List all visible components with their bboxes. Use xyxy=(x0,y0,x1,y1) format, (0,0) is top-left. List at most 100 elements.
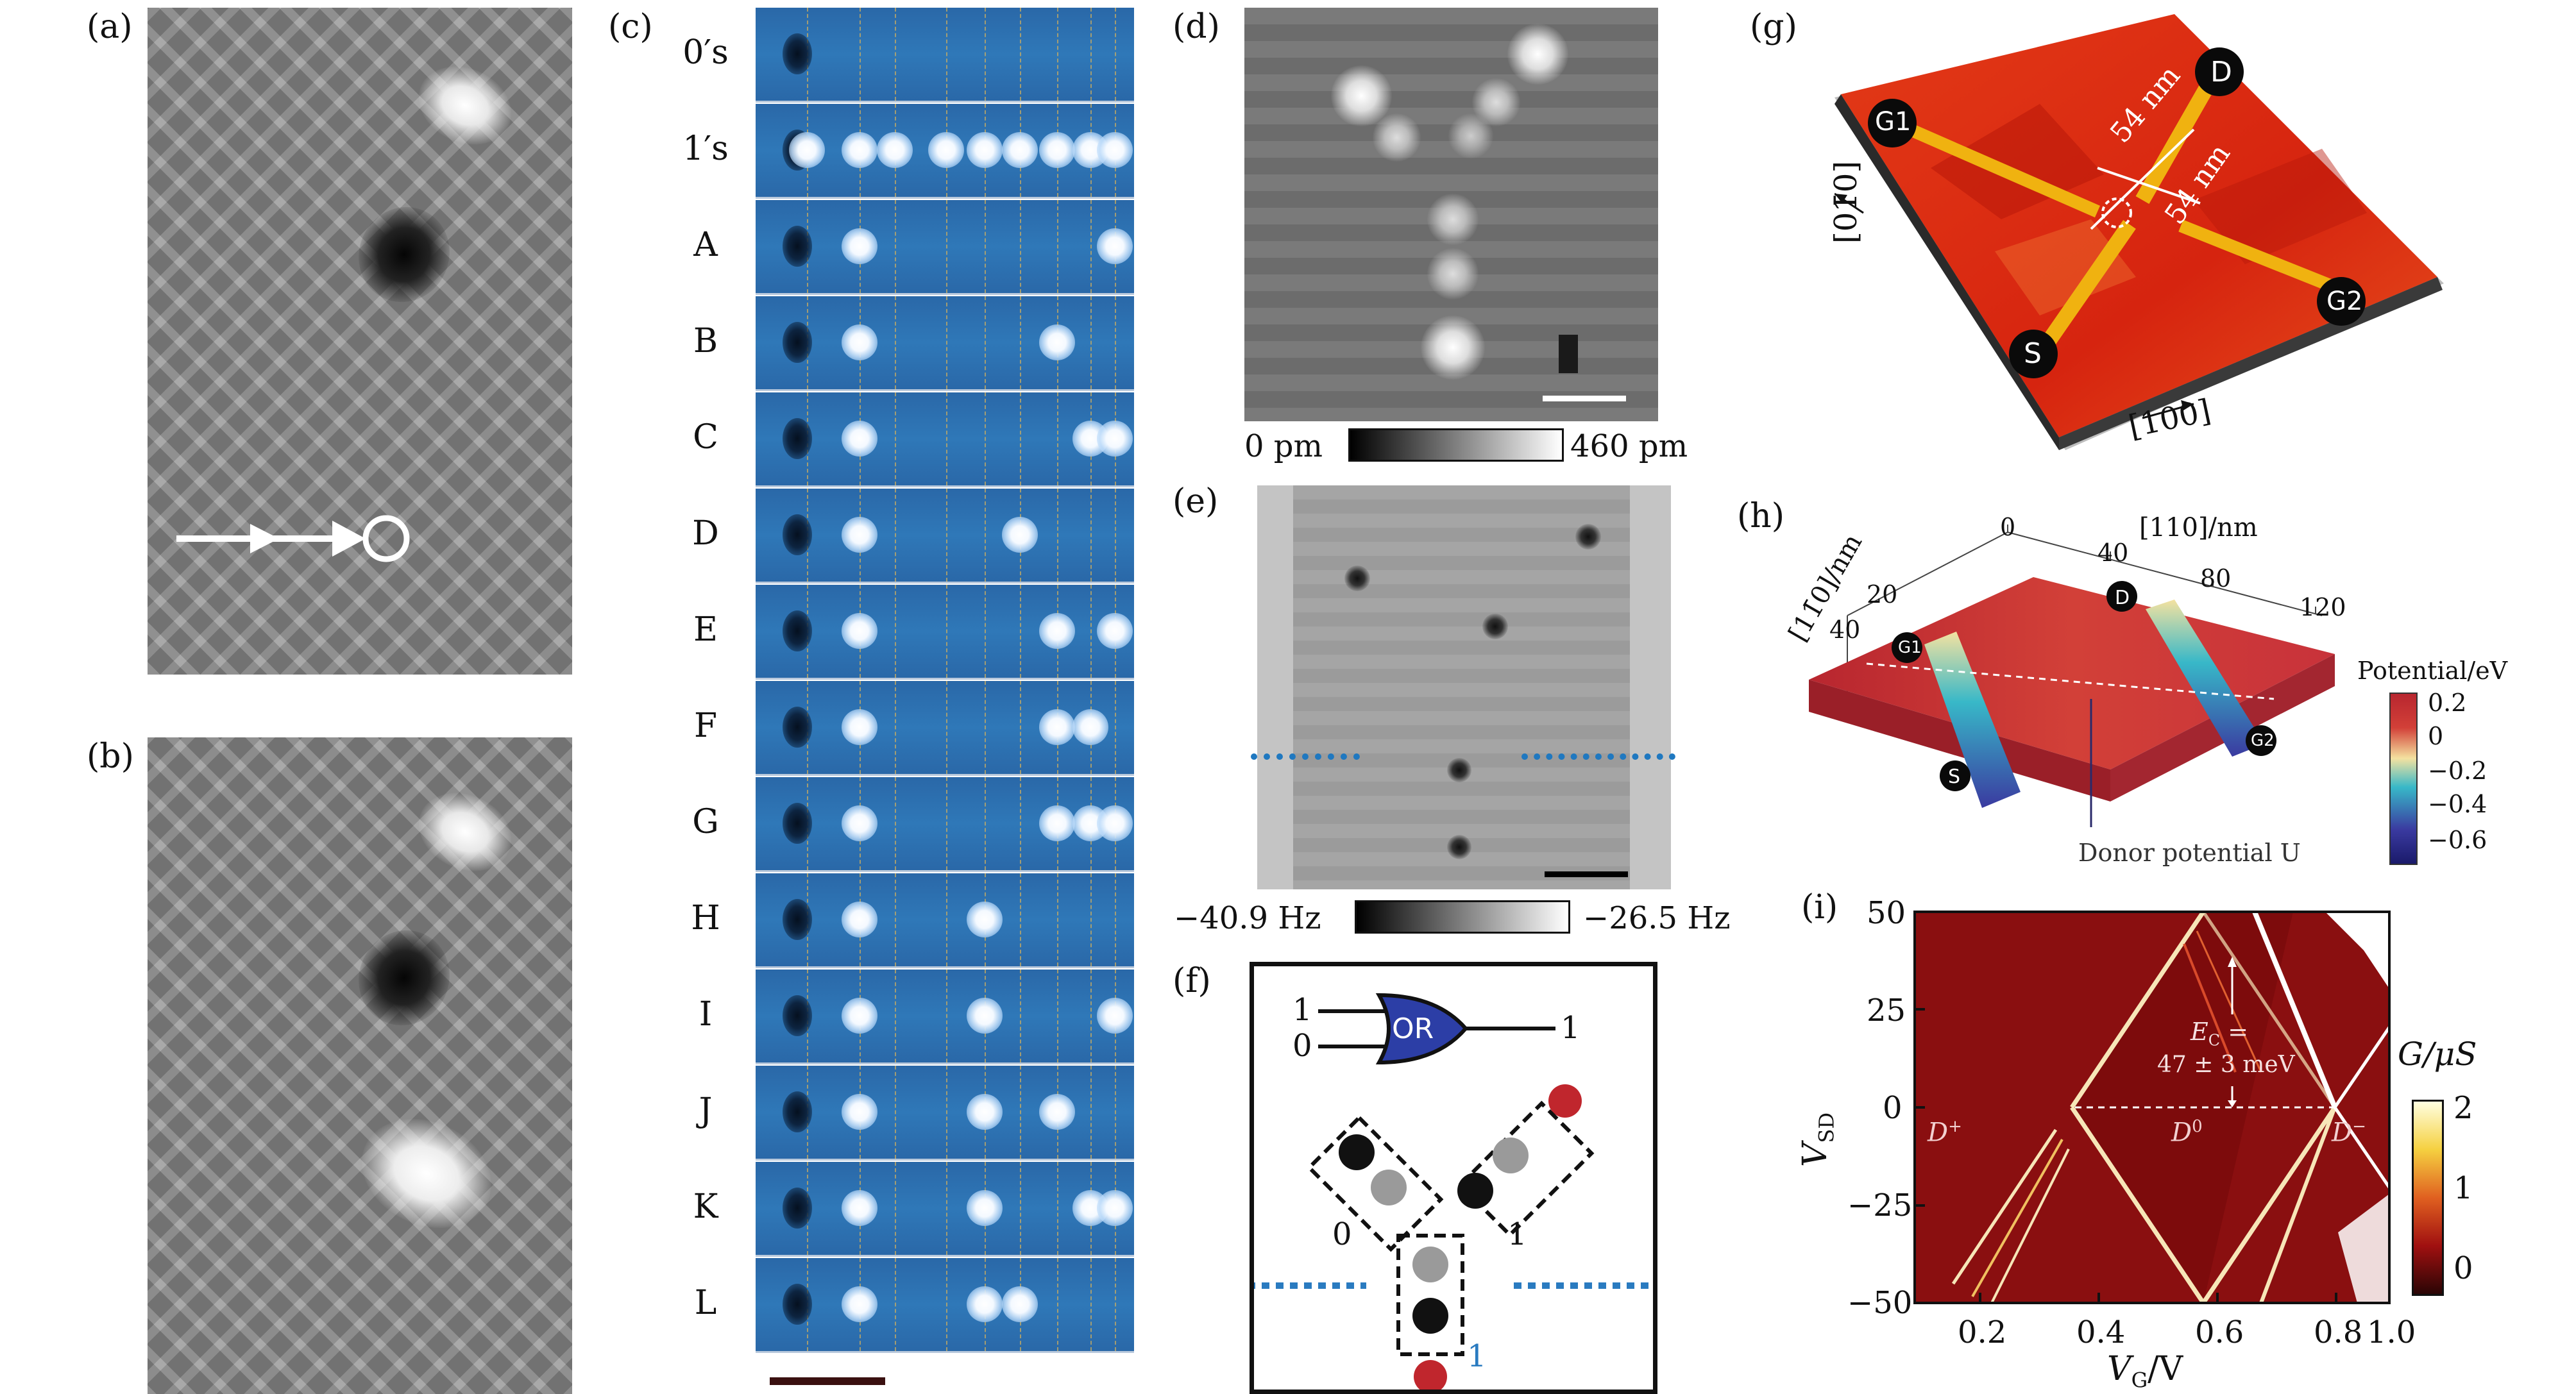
dark-pit xyxy=(783,610,812,651)
bright-dot xyxy=(842,421,877,457)
ec-value: 47 ± 3 meV xyxy=(2157,1052,2295,1078)
tick-h-right-0: 0 xyxy=(2000,513,2016,541)
panel-label-a: (a) xyxy=(87,8,133,46)
bright-dot xyxy=(1097,132,1133,168)
grid-line xyxy=(1020,296,1021,389)
bright-dot xyxy=(1097,1190,1133,1226)
row-label: H xyxy=(691,899,720,937)
bright-dot xyxy=(842,1190,877,1226)
dark-pit xyxy=(783,803,812,844)
dark-pit xyxy=(783,226,812,267)
bright-dot xyxy=(842,902,877,937)
row-label: B xyxy=(693,322,718,360)
bright-dot xyxy=(1002,517,1038,553)
dashed-line xyxy=(1521,753,1675,760)
grid-line xyxy=(946,873,947,966)
grid-line xyxy=(1057,873,1058,966)
input-bottom: 0 xyxy=(1292,1028,1312,1064)
grid-line xyxy=(946,1066,947,1159)
grid-line xyxy=(1115,296,1116,389)
bright-dot xyxy=(1427,248,1479,299)
branch-right-label: 1 xyxy=(1507,1216,1527,1252)
bright-feature xyxy=(405,778,525,886)
bright-dot xyxy=(967,1286,1003,1322)
grid-line xyxy=(895,777,896,870)
grid-line xyxy=(1115,8,1116,101)
grid-line xyxy=(895,681,896,774)
stm-image-b xyxy=(148,737,572,1394)
ytick-i-4: −50 xyxy=(1847,1285,1913,1321)
or-gate-diagram: 1 0 OR 1 0 1 1 xyxy=(1250,962,1657,1394)
bright-dot xyxy=(842,998,877,1034)
row-strip xyxy=(756,585,1134,680)
bright-dot xyxy=(1002,1286,1038,1322)
tick-h-right-3: 120 xyxy=(2300,593,2346,621)
grid-line xyxy=(1057,200,1058,293)
region-dplus: D+ xyxy=(1928,1117,1962,1148)
dark-pit xyxy=(783,707,812,748)
bright-dot xyxy=(842,805,877,841)
bottom-label: 1 xyxy=(1467,1338,1487,1374)
ytick-i-3: −25 xyxy=(1847,1188,1913,1223)
cbar-i-tick-2: 0 xyxy=(2453,1250,2473,1286)
dark-dot xyxy=(1482,614,1508,639)
dark-pit xyxy=(783,418,812,459)
grid-line xyxy=(1020,1162,1021,1255)
bright-dot xyxy=(842,132,877,168)
row-strip xyxy=(756,296,1134,391)
row-strip xyxy=(756,1066,1134,1161)
row-label: C xyxy=(693,418,718,457)
region-dminus: D− xyxy=(2332,1117,2366,1148)
grid-line xyxy=(1115,1066,1116,1159)
panel-label-b: (b) xyxy=(87,737,134,776)
panel-label-g: (g) xyxy=(1750,8,1797,46)
grid-line xyxy=(1057,392,1058,485)
row-label: L xyxy=(694,1284,717,1322)
panel-g-device xyxy=(1835,14,2444,450)
xtick-i-0: 0.2 xyxy=(1958,1314,2007,1350)
bright-dot xyxy=(1039,324,1075,360)
bright-dot xyxy=(1039,709,1075,745)
xlabel-i: VG/V xyxy=(2107,1350,2183,1393)
panel-label-c: (c) xyxy=(608,8,653,46)
row-label: F xyxy=(693,707,718,745)
colorbar-d xyxy=(1348,428,1564,462)
dashed-line xyxy=(1251,753,1360,760)
grid-line xyxy=(895,970,896,1062)
dark-dot xyxy=(1447,835,1471,859)
bright-dot xyxy=(842,228,877,264)
panel-label-d: (d) xyxy=(1173,8,1220,46)
grid-line xyxy=(895,1162,896,1255)
colorbar-h xyxy=(2389,693,2418,865)
grid-line xyxy=(1090,970,1092,1062)
bright-dot xyxy=(928,132,964,168)
input-top: 1 xyxy=(1292,992,1312,1028)
grid-line xyxy=(1090,8,1092,101)
bright-dot xyxy=(1373,113,1421,162)
xtick-i-3: 0.8 xyxy=(2314,1314,2363,1350)
grid-line xyxy=(985,8,986,101)
bright-dot xyxy=(1097,998,1133,1034)
scale-bar xyxy=(1543,396,1626,401)
xtick-i-2: 0.6 xyxy=(2195,1314,2244,1350)
colorbar-i xyxy=(2412,1100,2444,1296)
grid-line xyxy=(895,1066,896,1159)
cbar-h-tick-4: −0.6 xyxy=(2428,826,2487,854)
xtick-i-4: 1.0 xyxy=(2367,1314,2416,1350)
grid-line xyxy=(1090,200,1092,293)
grid-line xyxy=(1020,200,1021,293)
cbar-min-e: −40.9 Hz xyxy=(1174,900,1321,936)
bright-dot xyxy=(967,1190,1003,1226)
label-g1: G1 xyxy=(1875,107,1911,137)
grid-line xyxy=(985,681,986,774)
row-label: D xyxy=(692,514,719,553)
tick-h-left-0: 20 xyxy=(1867,580,1898,609)
grid-line xyxy=(946,1258,947,1351)
grid-line xyxy=(1020,392,1021,485)
row-strip xyxy=(756,970,1134,1064)
bright-dot xyxy=(1097,613,1133,649)
row-strip xyxy=(756,873,1134,968)
diamond-svg xyxy=(1951,912,2389,1303)
grid-line xyxy=(1020,681,1021,774)
ytick-i-0: 50 xyxy=(1867,895,1906,931)
